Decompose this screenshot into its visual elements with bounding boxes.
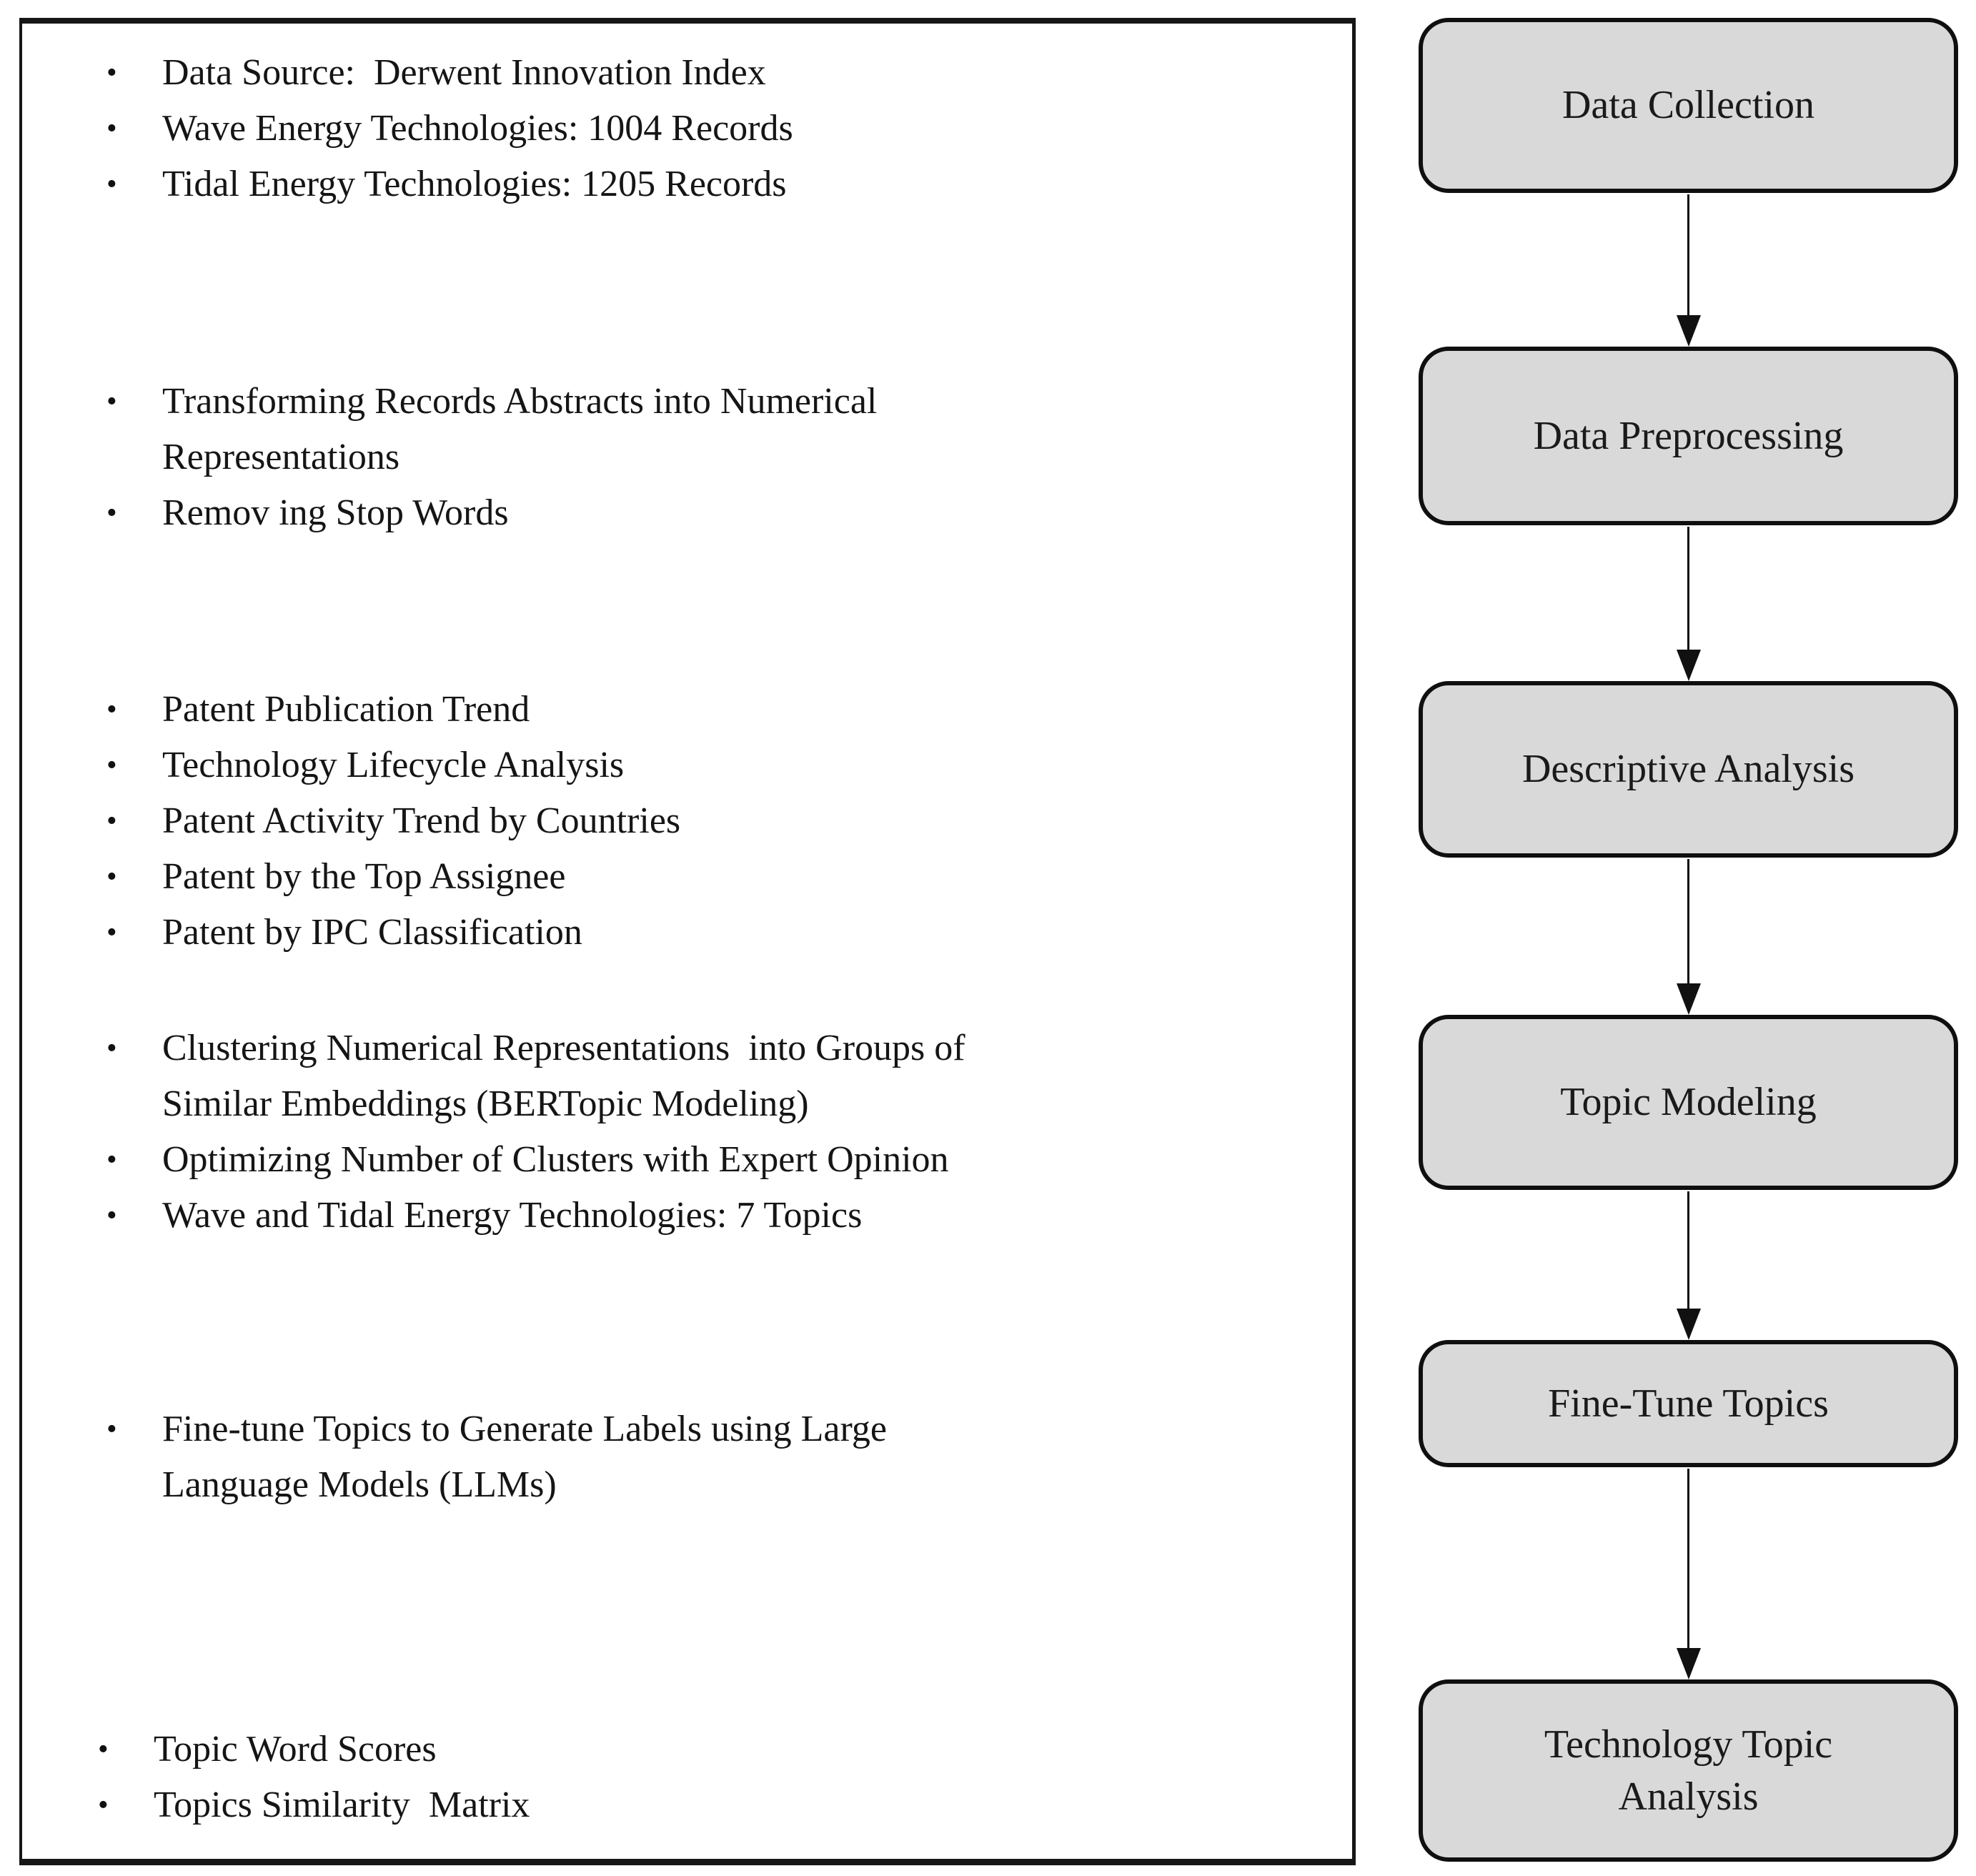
list-item-text: Remov ing Stop Words [162, 492, 509, 533]
list-item-text: Tidal Energy Technologies: 1205 Records [162, 164, 787, 204]
list-item: • Wave Energy Technologies: 1004 Records [106, 101, 1307, 157]
details-panel: • Data Source: Derwent Innovation Index … [19, 18, 1356, 1865]
list-item-text: Transforming Records Abstracts into Nume… [162, 381, 878, 477]
bullet-group-descriptive-analysis: • Patent Publication Trend • Technology … [106, 682, 1307, 961]
list-item-text: Topic Word Scores [154, 1729, 437, 1770]
list-item: • Fine-tune Topics to Generate Labels us… [106, 1401, 1307, 1513]
flow-arrowhead-icon [1677, 650, 1701, 681]
bullet-icon: • [106, 1143, 117, 1176]
list-item: • Patent Publication Trend [106, 682, 1307, 738]
flow-arrowhead-icon [1677, 1309, 1701, 1340]
flow-arrowhead-icon [1677, 983, 1701, 1015]
bullet-icon: • [106, 56, 117, 89]
list-item: • Topics Similarity Matrix [98, 1777, 1299, 1833]
flow-arrow-line [1687, 1191, 1689, 1311]
flow-arrow-line [1687, 859, 1689, 986]
bullet-group-data-preprocessing: • Transforming Records Abstracts into Nu… [106, 374, 1307, 541]
list-item-text: Patent Activity Trend by Countries [162, 800, 681, 841]
flow-box-data-preprocessing: Data Preprocessing [1419, 347, 1958, 525]
list-item: • Wave and Tidal Energy Technologies: 7 … [106, 1188, 1307, 1244]
list-item-text: Patent by IPC Classification [162, 912, 582, 953]
list-item-text: Data Source: Derwent Innovation Index [162, 52, 766, 93]
list-item-text: Technology Lifecycle Analysis [162, 745, 625, 785]
bullet-icon: • [106, 168, 117, 201]
flow-box-label: Descriptive Analysis [1521, 747, 1855, 792]
flow-box-label: Data Preprocessing [1533, 413, 1844, 458]
list-item-text: Wave and Tidal Energy Technologies: 7 To… [162, 1195, 863, 1236]
list-item: • Patent Activity Trend by Countries [106, 793, 1307, 849]
bullet-icon: • [106, 1413, 117, 1446]
list-item: • Remov ing Stop Words [106, 485, 1307, 541]
list-item-text: Patent by the Top Assignee [162, 856, 566, 897]
bullet-group-technology-topic-analysis: • Topic Word Scores • Topics Similarity … [98, 1722, 1299, 1833]
bullet-icon: • [106, 749, 117, 782]
flow-box-label: Topic Modeling [1560, 1080, 1817, 1125]
bullet-icon: • [106, 916, 117, 949]
bullet-icon: • [106, 497, 117, 530]
flow-arrow-line [1687, 527, 1689, 652]
flow-box-fine-tune-topics: Fine-Tune Topics [1419, 1340, 1958, 1467]
bullet-icon: • [106, 385, 117, 418]
flow-arrow-line [1687, 194, 1689, 318]
bullet-icon: • [106, 693, 117, 726]
list-item-text: Clustering Numerical Representations int… [162, 1028, 965, 1124]
bullet-group-data-collection: • Data Source: Derwent Innovation Index … [106, 45, 1307, 212]
bullet-icon: • [106, 112, 117, 145]
flow-arrowhead-icon [1677, 315, 1701, 347]
list-item: • Transforming Records Abstracts into Nu… [106, 374, 1307, 485]
list-item-text: Fine-tune Topics to Generate Labels usin… [162, 1409, 887, 1505]
bullet-icon: • [106, 860, 117, 893]
list-item: • Optimizing Number of Clusters with Exp… [106, 1132, 1307, 1188]
bullet-icon: • [106, 1199, 117, 1232]
bullet-group-fine-tune-topics: • Fine-tune Topics to Generate Labels us… [106, 1401, 1307, 1513]
list-item: • Clustering Numerical Representations i… [106, 1021, 1307, 1132]
flow-box-topic-modeling: Topic Modeling [1419, 1015, 1958, 1190]
bullet-icon: • [98, 1789, 109, 1822]
list-item: • Patent by IPC Classification [106, 905, 1307, 961]
bullet-icon: • [106, 1032, 117, 1065]
list-item-text: Topics Similarity Matrix [154, 1785, 530, 1825]
flow-box-descriptive-analysis: Descriptive Analysis [1419, 681, 1958, 858]
flow-arrow-line [1687, 1469, 1689, 1651]
list-item-text: Optimizing Number of Clusters with Exper… [162, 1139, 949, 1180]
list-item: • Data Source: Derwent Innovation Index [106, 45, 1307, 101]
flow-arrowhead-icon [1677, 1648, 1701, 1679]
list-item: • Topic Word Scores [98, 1722, 1299, 1777]
bullet-icon: • [106, 805, 117, 838]
flow-box-label: Fine-Tune Topics [1548, 1381, 1829, 1426]
bullet-group-topic-modeling: • Clustering Numerical Representations i… [106, 1021, 1307, 1244]
list-item: • Tidal Energy Technologies: 1205 Record… [106, 157, 1307, 212]
list-item-text: Patent Publication Trend [162, 689, 530, 730]
list-item: • Technology Lifecycle Analysis [106, 738, 1307, 793]
flow-box-label: Data Collection [1562, 83, 1814, 128]
bullet-icon: • [98, 1733, 109, 1766]
flow-box-technology-topic-analysis: Technology Topic Analysis [1419, 1679, 1958, 1862]
list-item: • Patent by the Top Assignee [106, 849, 1307, 905]
flow-box-data-collection: Data Collection [1419, 18, 1958, 193]
flow-box-label: Technology Topic Analysis [1544, 1722, 1833, 1819]
list-item-text: Wave Energy Technologies: 1004 Records [162, 108, 793, 149]
